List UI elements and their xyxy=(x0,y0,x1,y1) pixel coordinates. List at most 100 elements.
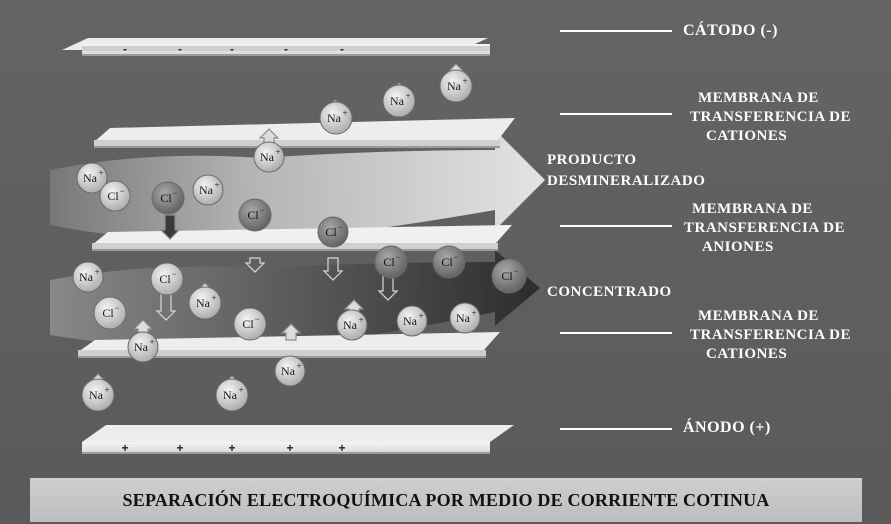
ion-charge: + xyxy=(296,361,301,371)
ion-charge: + xyxy=(462,76,467,86)
cation-membrane-top xyxy=(94,118,515,148)
ion-symbol: Na xyxy=(89,388,104,402)
anode-sign: + xyxy=(121,441,128,455)
ion-symbol: Cl xyxy=(159,272,171,286)
anode-sign: + xyxy=(286,441,293,455)
anode-pointer-line xyxy=(560,428,672,430)
ion-charge: − xyxy=(453,252,458,262)
anion-membrane-label-line2: TRANSFERENCIA DE xyxy=(684,220,845,236)
cation-membrane-bottom-label-line3: CATIONES xyxy=(706,346,788,362)
ion-symbol: Na xyxy=(281,364,296,378)
ion-charge: + xyxy=(405,91,410,101)
cathode-sign: - xyxy=(123,42,127,56)
ion-symbol: Na xyxy=(327,111,342,125)
ion-charge: + xyxy=(358,315,363,325)
sodium-ion: Na+ xyxy=(188,286,222,320)
ion-symbol: Cl xyxy=(107,189,119,203)
sodium-ion: Na+ xyxy=(76,162,108,194)
cathode-sign: - xyxy=(284,42,288,56)
ion-symbol: Na xyxy=(196,296,211,310)
chloride-ion: Cl− xyxy=(317,216,349,248)
cation-membrane-bottom-label-line1: MEMBRANA DE xyxy=(698,308,819,324)
ion-symbol: Na xyxy=(134,340,149,354)
sodium-ion: Na+ xyxy=(439,69,473,103)
caption-bar: SEPARACIÓN ELECTROQUÍMICA POR MEDIO DE C… xyxy=(30,478,862,522)
ion-charge: − xyxy=(259,205,264,215)
ion-symbol: Cl xyxy=(501,269,513,283)
cathode-pointer-line xyxy=(560,30,672,32)
ion-symbol: Na xyxy=(447,79,462,93)
chloride-ion: Cl− xyxy=(238,198,272,232)
chloride-ion: Cl− xyxy=(151,181,185,215)
cathode-sign: - xyxy=(340,42,344,56)
ion-charge: + xyxy=(149,337,154,347)
anion-arrow-down xyxy=(159,214,181,240)
sodium-ion: Na+ xyxy=(72,261,104,293)
sodium-ion: Na+ xyxy=(319,101,353,135)
anion-arrow-down xyxy=(322,257,344,281)
ion-symbol: Na xyxy=(260,150,275,164)
ion-symbol: Na xyxy=(83,171,98,185)
product-flow-arrow xyxy=(50,130,545,242)
anode-plate: +++++ xyxy=(82,425,514,455)
chloride-ion: Cl− xyxy=(374,245,408,279)
ion-charge: − xyxy=(114,303,119,313)
sodium-ion: Na+ xyxy=(449,302,481,334)
chloride-ion: Cl− xyxy=(491,258,527,294)
anion-membrane xyxy=(92,225,512,251)
product-label-line2: DESMINERALIZADO xyxy=(547,173,706,189)
ion-symbol: Na xyxy=(79,270,94,284)
ion-charge: + xyxy=(471,308,476,318)
cation-membrane-top-pointer-line xyxy=(560,113,672,115)
ion-symbol: Cl xyxy=(242,317,254,331)
product-label-line1: PRODUCTO xyxy=(547,152,637,168)
sodium-ion: Na+ xyxy=(81,378,115,412)
concentrate-label: CONCENTRADO xyxy=(547,284,672,300)
chloride-ion: Cl− xyxy=(233,307,267,341)
ion-charge: + xyxy=(94,267,99,277)
ion-charge: + xyxy=(104,385,109,395)
sodium-ion: Na+ xyxy=(382,84,416,118)
anode-label: ÁNODO (+) xyxy=(683,419,771,436)
anion-membrane-label-line1: MEMBRANA DE xyxy=(692,201,813,217)
ion-charge: − xyxy=(119,186,124,196)
anion-arrow-down xyxy=(244,257,266,273)
ion-symbol: Na xyxy=(223,388,238,402)
ion-charge: + xyxy=(211,293,216,303)
chloride-ion: Cl− xyxy=(99,180,131,212)
ion-charge: − xyxy=(171,269,176,279)
cation-membrane-bottom-label-line2: TRANSFERENCIA DE xyxy=(690,327,851,343)
cathode-plate: ----- xyxy=(62,38,490,56)
sodium-ion: Na+ xyxy=(274,355,306,387)
ion-symbol: Na xyxy=(343,318,358,332)
ion-symbol: Cl xyxy=(247,208,259,222)
caption-text: SEPARACIÓN ELECTROQUÍMICA POR MEDIO DE C… xyxy=(122,489,770,510)
anode-sign: + xyxy=(176,441,183,455)
ion-charge: + xyxy=(238,385,243,395)
ion-charge: + xyxy=(418,311,423,321)
ion-symbol: Na xyxy=(403,314,418,328)
sodium-ion: Na+ xyxy=(215,378,249,412)
anion-arrow-down xyxy=(155,293,177,321)
ion-charge: − xyxy=(513,266,518,276)
cation-membrane-bottom-pointer-line xyxy=(560,332,672,334)
ion-charge: + xyxy=(98,168,103,178)
ion-charge: + xyxy=(275,147,280,157)
chloride-ion: Cl− xyxy=(150,262,184,296)
ion-charge: − xyxy=(254,314,259,324)
chloride-ion: Cl− xyxy=(432,245,466,279)
ion-symbol: Na xyxy=(199,183,214,197)
ion-charge: − xyxy=(172,188,177,198)
sodium-ion: Na+ xyxy=(396,305,428,337)
cathode-sign: - xyxy=(230,42,234,56)
anode-sign: + xyxy=(338,441,345,455)
chloride-ion: Cl− xyxy=(93,296,127,330)
sodium-ion: Na+ xyxy=(336,309,368,341)
sodium-ion: Na+ xyxy=(127,331,159,363)
ion-charge: + xyxy=(342,108,347,118)
ion-charge: − xyxy=(395,252,400,262)
sodium-ion: Na+ xyxy=(192,174,224,206)
ion-symbol: Cl xyxy=(102,306,114,320)
